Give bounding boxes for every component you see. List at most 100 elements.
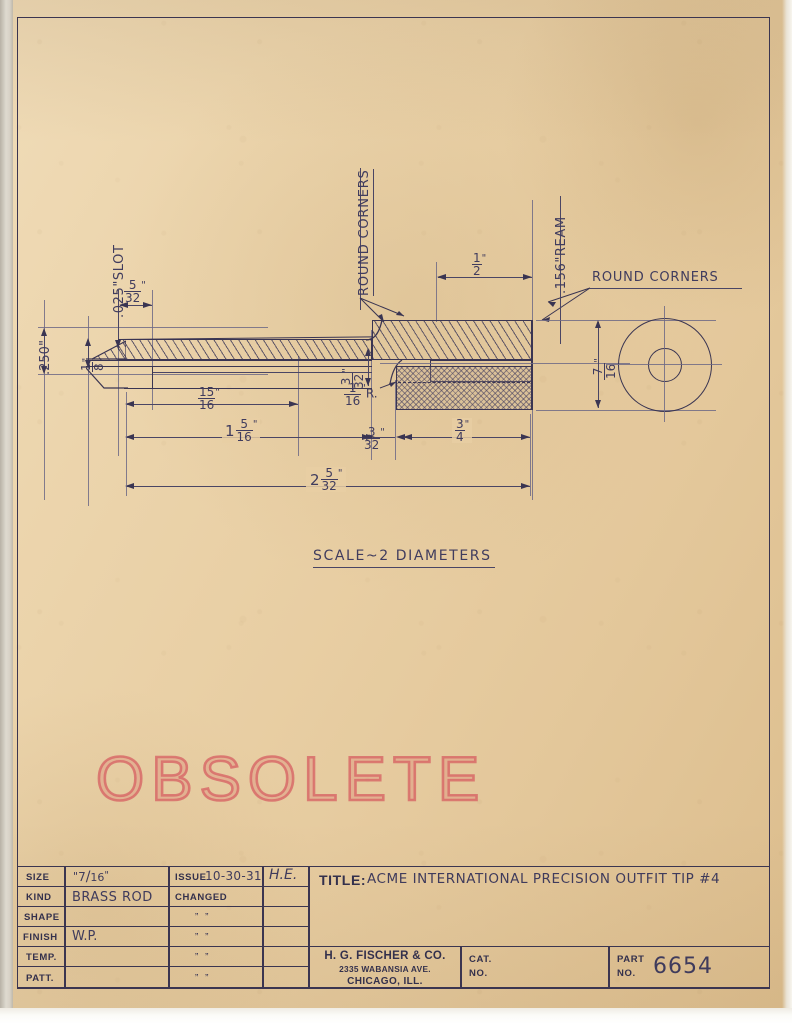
tb-label-patt: PATT. <box>26 973 54 984</box>
tb-cell-changed-4 <box>169 946 263 967</box>
tb-cell-company <box>309 946 461 988</box>
tb-company-city: CHICAGO, ILL. <box>347 976 423 987</box>
tb-company-address: 2335 WABANSIA AVE. <box>339 964 431 974</box>
tb-cell-changed-3 <box>169 926 263 947</box>
tb-ditto-4: ” ” <box>195 973 211 984</box>
ext-line-head-start <box>436 262 437 322</box>
dim-line-shoulder-w <box>373 437 395 438</box>
drawing-border <box>17 17 770 989</box>
tb-cell-temp-value <box>65 946 169 967</box>
arrowhead-1516-right <box>289 401 298 407</box>
shank-bottom-edge <box>124 388 372 389</box>
ext-line-left-end <box>44 300 45 500</box>
arrowhead-5-32-right <box>143 302 152 308</box>
centerline-upper-ext <box>38 327 268 328</box>
tb-cell-initials-4 <box>263 926 309 947</box>
tb-value-part-no: 6654 <box>653 954 713 979</box>
arrowhead-step-down <box>365 378 371 386</box>
tb-cell-changed-5 <box>169 966 263 988</box>
end-view-bore-circle <box>648 348 682 382</box>
ext-line-shoulder-b <box>395 380 396 460</box>
dim-line-7-16 <box>598 322 599 408</box>
end-view-outer-circle <box>618 318 712 412</box>
arrowhead-shoulder-a <box>366 434 375 440</box>
arrowhead-716-up <box>595 320 601 328</box>
arrowhead-716-down <box>595 400 601 408</box>
leader-slot-callout <box>118 290 119 350</box>
tb-label-finish: FINISH <box>23 932 58 943</box>
tb-cell-patt-value <box>65 966 169 988</box>
dim-line-slot-height <box>88 340 89 366</box>
scale-note: SCALE~2 DIAMETERS <box>313 548 492 564</box>
tb-label-changed: CHANGED <box>175 892 228 903</box>
tb-label-size: SIZE <box>26 872 50 883</box>
tb-cell-part-no <box>609 946 770 988</box>
dim-line-250 <box>44 330 45 372</box>
tb-cell-shape-value <box>65 906 169 927</box>
tb-cell-initials-6 <box>263 966 309 988</box>
tb-ditto-2: ” ” <box>195 932 211 943</box>
tb-label-shape: SHAPE <box>24 912 60 923</box>
scan-gutter-edge <box>0 0 6 1024</box>
arrowhead-overall-right <box>521 483 530 489</box>
obsolete-stamp: OBSOLETE <box>95 744 487 816</box>
tb-cell-patt-label <box>17 966 65 988</box>
scan-area-bottom <box>0 1008 792 1024</box>
leader-ream <box>560 196 561 344</box>
scale-note-wrap: SCALE~2 DIAMETERS <box>313 548 495 568</box>
tb-label-part-1: PART <box>617 954 645 965</box>
arrowhead-34-left <box>403 434 412 440</box>
tb-label-title: TITLE: <box>319 872 367 888</box>
ext-line-right-stack <box>530 414 531 496</box>
head-upper-section <box>372 320 532 360</box>
arrowhead-5-32-left <box>119 302 128 308</box>
dim-line-step-height <box>368 350 369 386</box>
ext-line-shoulder-a <box>371 330 372 460</box>
tb-cell-changed-2 <box>169 906 263 927</box>
shank-upper-section <box>118 339 372 360</box>
slot-upper-edge <box>86 360 372 361</box>
dim-line-half-inch <box>438 277 532 278</box>
slot-bottom-inner-line <box>152 372 372 373</box>
bore-top-line <box>430 360 532 361</box>
tb-cell-initials-2 <box>263 886 309 907</box>
arrowhead-step-up <box>365 348 371 356</box>
round-corner-top <box>366 319 383 341</box>
round-corner-bottom <box>389 360 403 385</box>
tb-value-title: ACME INTERNATIONAL PRECISION OUTFIT TIP … <box>367 871 721 887</box>
arrowhead-slot-down <box>85 360 91 368</box>
round-corners-vertical: ROUND CORNERS <box>357 169 374 296</box>
tb-value-kind: BRASS ROD <box>72 890 153 905</box>
ext-line-shank-end <box>298 356 299 456</box>
arrowhead-overall-left <box>125 483 134 489</box>
arrowhead-half-right <box>523 274 532 280</box>
tb-label-temp: TEMP. <box>26 952 57 963</box>
scale-note-underline <box>313 567 495 568</box>
arrowhead-half-left <box>437 274 446 280</box>
arrowhead-slot-up <box>85 338 91 346</box>
ream-callout: .156"REAM <box>554 216 569 294</box>
tb-label-kind: KIND <box>26 892 52 903</box>
head-left-wall <box>372 320 373 360</box>
tb-label-part-2: NO. <box>617 968 636 979</box>
ext-line-taper-start <box>88 316 89 506</box>
tb-ditto-3: ” ” <box>195 952 211 963</box>
tb-cell-cat-no <box>461 946 609 988</box>
tb-label-issue: ISSUE <box>175 872 207 883</box>
ext-line-taper-end <box>118 290 119 456</box>
arrowhead-250-down <box>41 366 47 374</box>
arrowhead-1516b-left <box>125 434 134 440</box>
tb-company-name: H. G. FISCHER & CO. <box>324 950 446 962</box>
tb-ditto-1: ” ” <box>195 912 211 923</box>
tb-value-initials: H.E. <box>269 867 298 883</box>
ext-line-head-top <box>536 320 716 321</box>
arrowhead-shoulder-b <box>396 434 405 440</box>
title-block: SIZE KIND SHAPE FINISH TEMP. PATT. "7/16… <box>17 866 770 989</box>
